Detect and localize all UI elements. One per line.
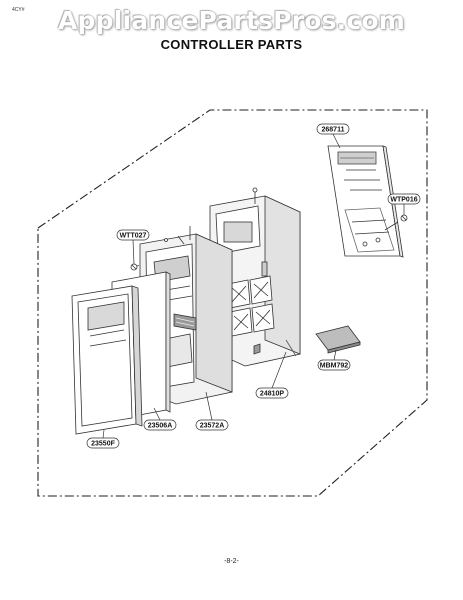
callout-23572a: 23572A [195,419,229,431]
leader-lines [102,133,405,439]
label-23550f: 23550F [91,441,115,448]
callout-23550f: 23550F [86,437,120,449]
label-23572a: 23572A [200,423,225,430]
watermark-text: AppliancePartsPros.com [57,6,406,35]
callout-wtt027: WTT027 [116,229,150,241]
callout-268711: 268711 [316,123,350,135]
page-number: -8-2- [224,558,239,565]
label-wtt027: WTT027 [120,233,147,240]
assembly-boundary [37,109,428,497]
callout-24810p: 24810P [255,387,289,399]
callout-mbm792: MBM792 [317,359,351,371]
callout-wtp016: WTP016 [387,193,421,205]
label-268711: 268711 [322,127,345,134]
label-23506a: 23506A [148,423,173,430]
label-24810p: 24810P [260,391,284,398]
screw-wtp016 [384,214,408,231]
callout-23506a: 23506A [143,419,177,431]
front-overlay [71,285,143,435]
control-frame [209,187,301,367]
label-wtp016: WTP016 [390,197,417,204]
membrane-part [315,325,361,354]
corner-code: 4CY# [12,7,25,13]
label-mbm792: MBM792 [320,363,349,370]
page-title: CONTROLLER PARTS [160,37,303,52]
